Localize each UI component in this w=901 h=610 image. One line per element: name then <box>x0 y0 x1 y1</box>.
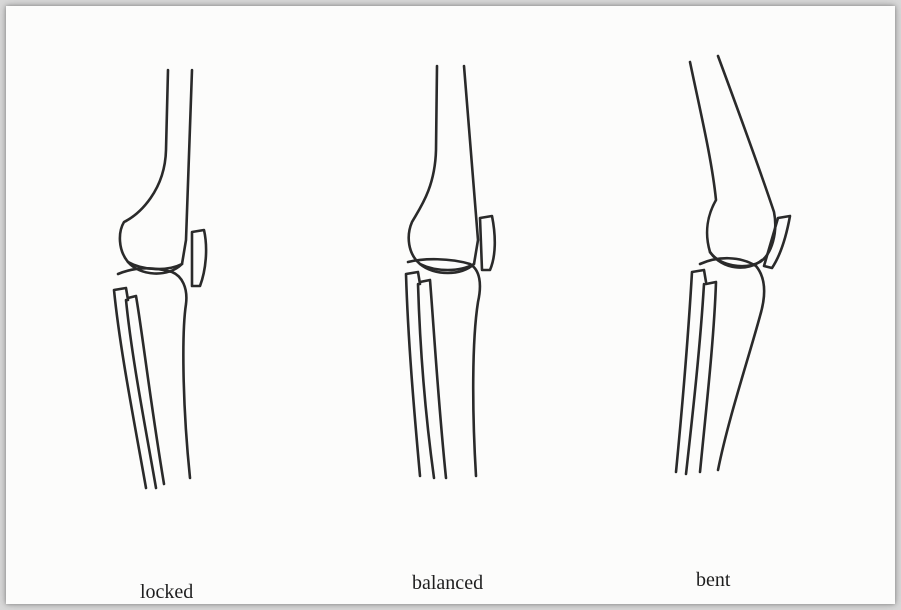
femoral-condyle-balanced <box>420 264 474 273</box>
fibula-bent <box>676 270 706 474</box>
femur-bent <box>690 56 775 266</box>
tibia-inner-locked <box>128 296 164 484</box>
femur-locked <box>120 70 192 269</box>
femur-balanced <box>409 66 478 270</box>
knee-bent <box>676 56 790 474</box>
patella-locked <box>192 230 206 286</box>
fibula-balanced <box>406 272 434 478</box>
label-locked: locked <box>140 581 193 604</box>
knee-balanced <box>406 66 495 478</box>
label-balanced: balanced <box>412 572 483 595</box>
patella-bent <box>764 216 790 268</box>
label-bent: bent <box>696 569 730 592</box>
knee-locked <box>114 70 206 488</box>
patella-balanced <box>480 216 495 270</box>
